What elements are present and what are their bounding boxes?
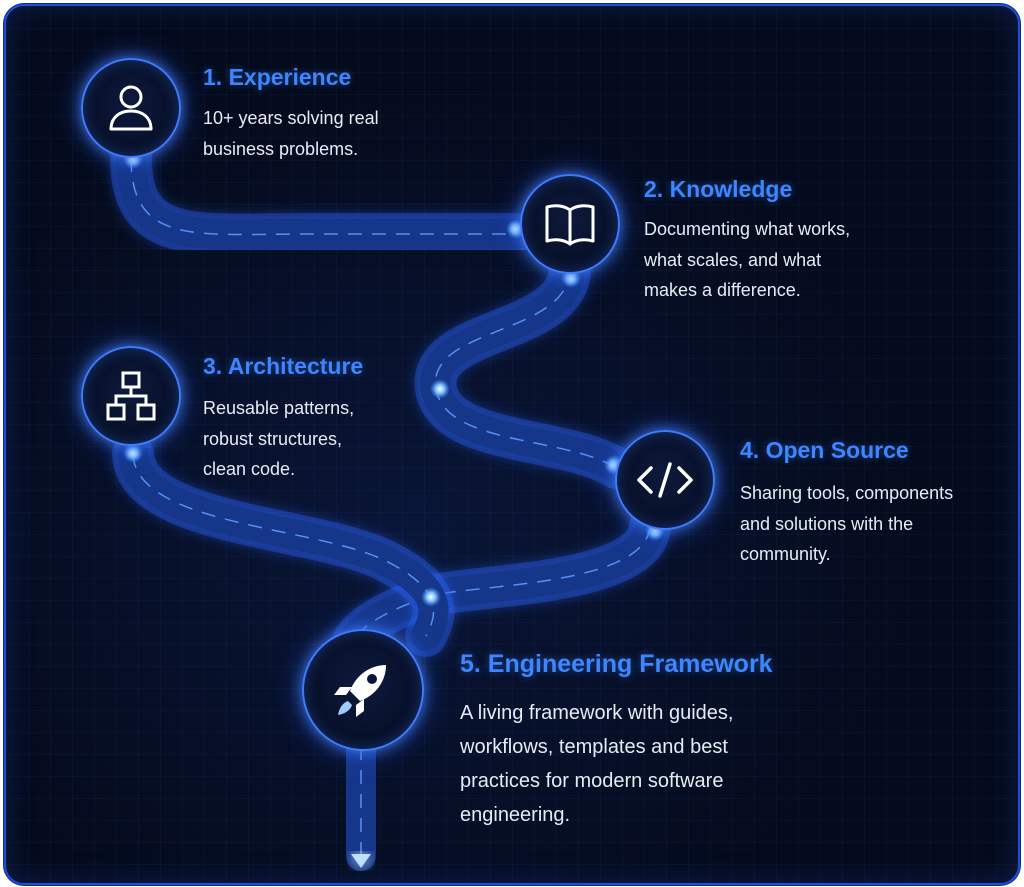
step-1-description: 10+ years solving real business problems… — [203, 103, 379, 164]
step-2-description: Documenting what works, what scales, and… — [644, 214, 850, 306]
step-3-node — [81, 346, 181, 446]
step-3-line: robust structures, — [203, 428, 343, 449]
step-2-title: 2. Knowledge — [644, 176, 793, 202]
step-4-line: Sharing tools, components — [740, 483, 954, 503]
step-4-description: Sharing tools, components and solutions … — [740, 478, 953, 570]
step-2-line: what scales, and what — [644, 249, 822, 270]
step-4-title: 4. Open Source — [740, 437, 909, 463]
step-4-line: community. — [740, 544, 831, 564]
step-3-line: Reusable patterns, — [203, 398, 355, 418]
step-1-line: 10+ years solving real — [203, 108, 379, 128]
rocket-icon — [334, 665, 386, 717]
sitemap-icon — [106, 371, 156, 421]
code-icon — [637, 462, 693, 498]
step-5-title: 5. Engineering Framework — [460, 650, 773, 678]
step-4-node — [615, 430, 715, 530]
user-icon — [109, 85, 153, 131]
glow-dot — [430, 379, 450, 399]
step-3-line: clean code. — [203, 459, 296, 479]
step-1-title: 1. Experience — [203, 64, 352, 90]
step-2-line: makes a difference. — [644, 280, 801, 300]
step-5-line: workflows, templates and best — [460, 736, 728, 758]
road-segment-2-3 — [414, 247, 637, 489]
step-5-node — [302, 629, 424, 751]
step-5-line: A living framework with guides, — [460, 702, 734, 724]
glow-dot — [421, 587, 441, 607]
road-segment-1-2 — [110, 137, 537, 256]
step-4-line: and solutions with the — [740, 513, 914, 534]
step-5-description: A living framework with guides, workflow… — [460, 696, 733, 832]
step-5-line: engineering. — [460, 804, 571, 826]
book-icon — [545, 204, 595, 246]
step-1-node — [81, 58, 181, 158]
glow-dot — [123, 443, 143, 463]
step-3-description: Reusable patterns, robust structures, cl… — [203, 393, 354, 485]
step-1-line: business problems. — [203, 138, 359, 159]
step-2-node — [520, 174, 620, 274]
step-3-title: 3. Architecture — [203, 353, 364, 379]
road-segment-3-5 — [112, 433, 455, 657]
diagram-canvas: 1. Experience 10+ years solving real bus… — [4, 4, 1020, 885]
path-end-arrow — [351, 854, 371, 868]
step-2-line: Documenting what works, — [644, 219, 851, 239]
step-5-line: practices for modern software — [460, 770, 724, 792]
roadmap-path — [110, 137, 671, 877]
